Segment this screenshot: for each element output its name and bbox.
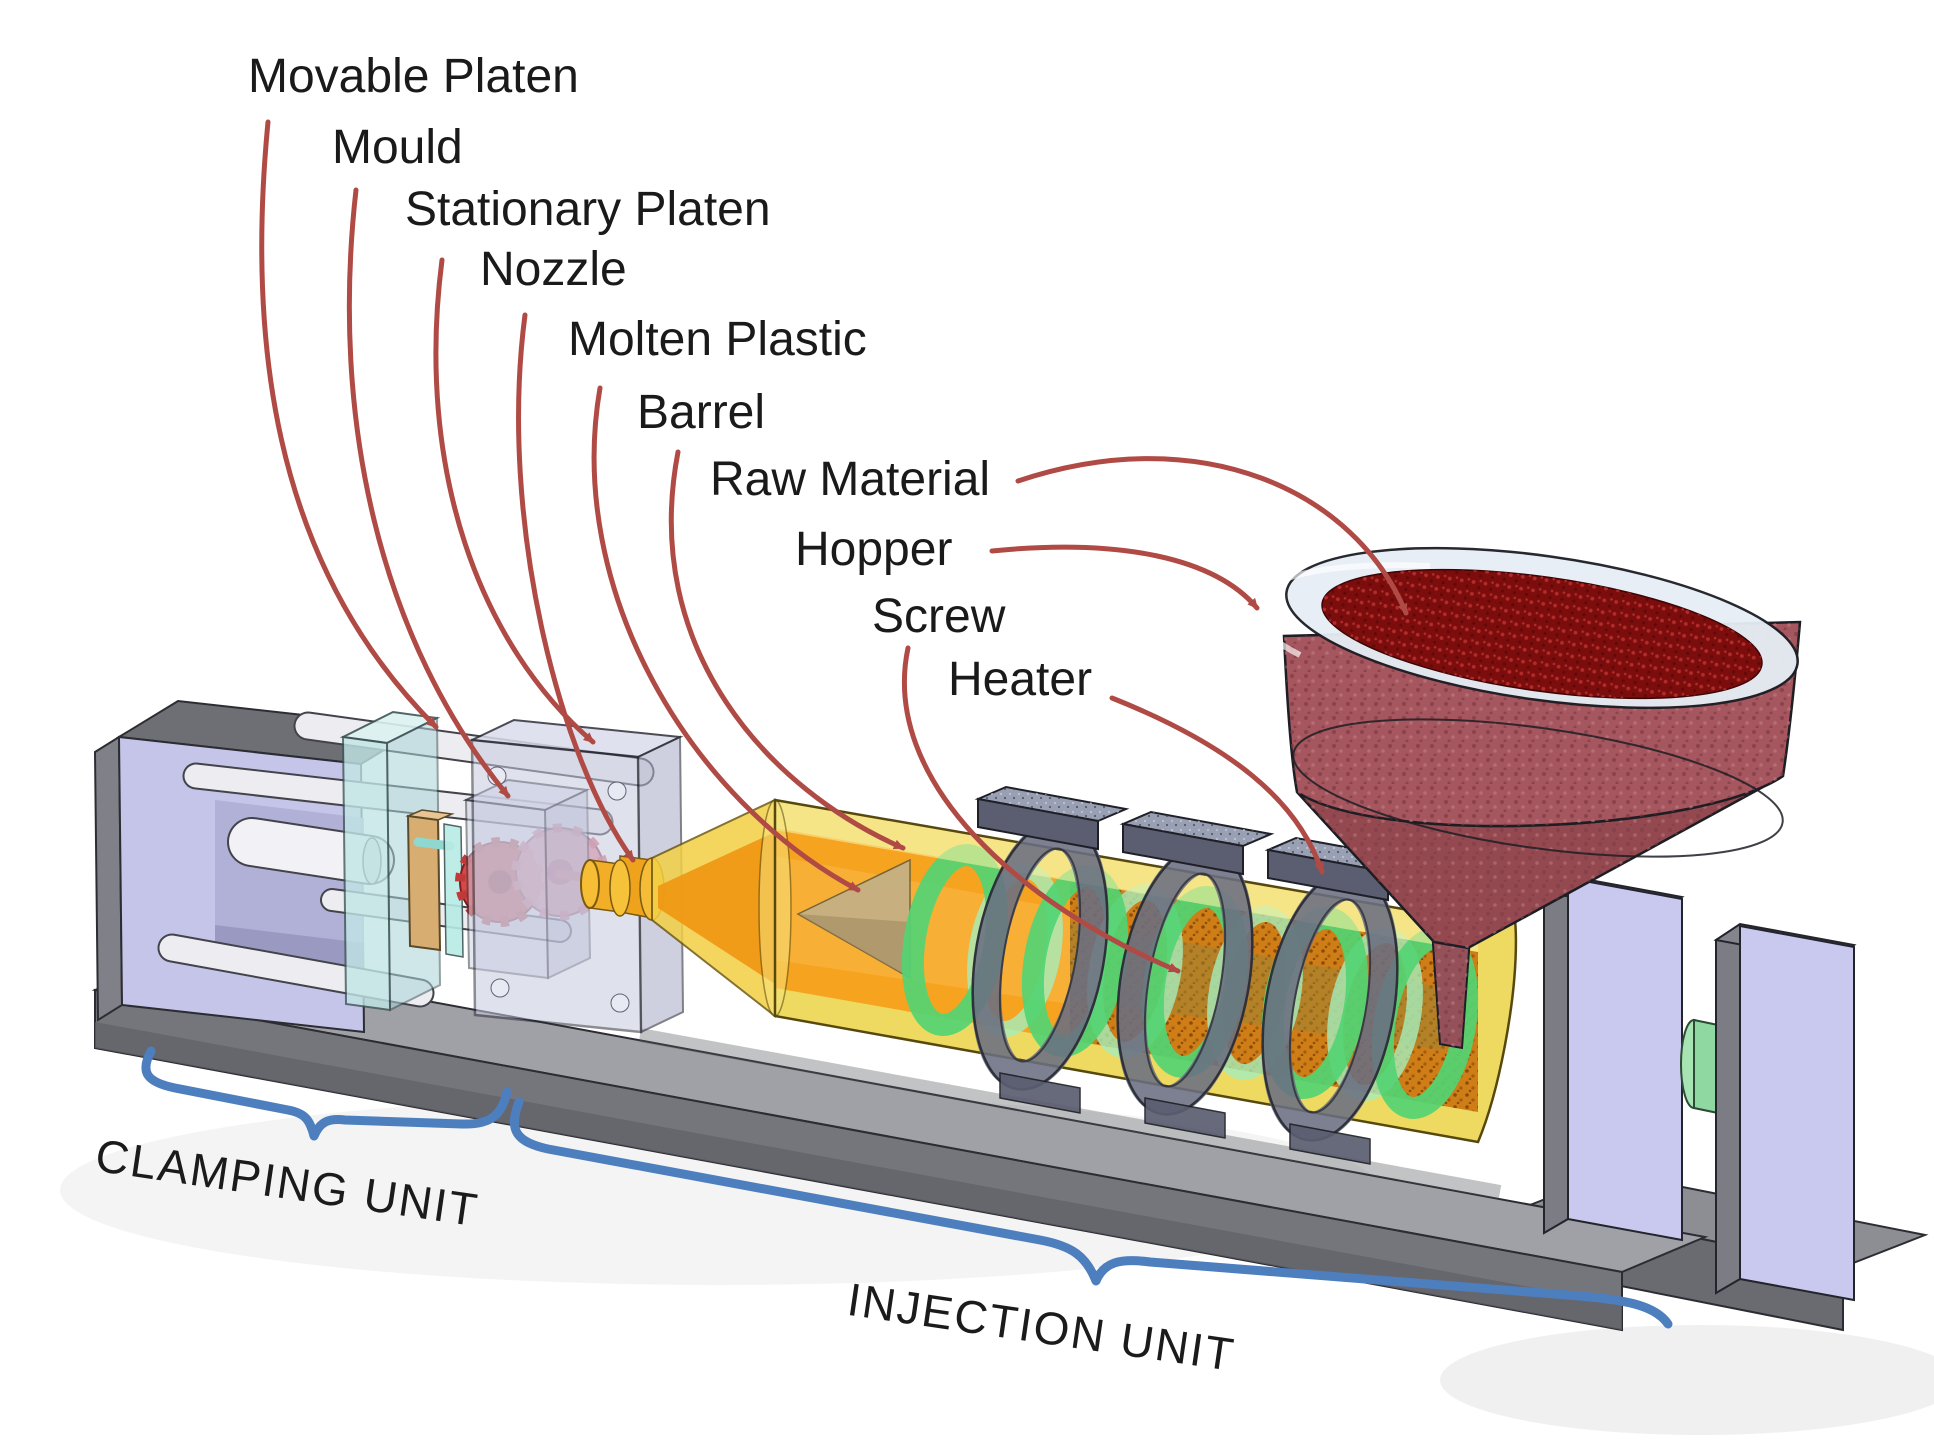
- heater-band-1: [971, 785, 1130, 1114]
- leader-arrow-raw-material: [1015, 456, 1409, 616]
- leader-arrow-mould: [346, 187, 511, 799]
- heater-band-2: [1116, 810, 1275, 1139]
- stationary-platen-part: [468, 718, 685, 1034]
- label-stationary-platen: Stationary Platen: [405, 183, 771, 236]
- leader-arrow-movable-platen: [259, 119, 439, 730]
- label-hopper: Hopper: [795, 523, 953, 576]
- label-barrel: Barrel: [637, 386, 766, 439]
- hopper-part: [1249, 546, 1802, 1050]
- leader-arrow-nozzle: [516, 312, 636, 863]
- injection-unit-brace: [510, 1097, 1673, 1329]
- machine-bed: [91, 953, 1709, 1332]
- unit-braces: [141, 1046, 1673, 1329]
- right-end-frame: [1541, 874, 1857, 1302]
- heater-bands: [971, 785, 1420, 1165]
- leader-arrow-molten-plastic: [591, 385, 861, 893]
- label-screw: Screw: [872, 590, 1006, 643]
- label-movable-platen: Movable Platen: [248, 50, 579, 103]
- clamping-unit-brace: [141, 1046, 512, 1141]
- leader-arrow-stationary-platen: [433, 257, 596, 745]
- label-heater: Heater: [948, 653, 1093, 706]
- label-raw-material: Raw Material: [710, 453, 991, 506]
- leader-arrow-screw: [901, 645, 1181, 974]
- leader-arrows: [259, 119, 1409, 974]
- label-mould: Mould: [332, 121, 463, 174]
- label-nozzle: Nozzle: [480, 243, 627, 296]
- label-molten-plastic: Molten Plastic: [568, 313, 867, 366]
- leader-arrow-heater: [1109, 695, 1325, 875]
- leader-arrow-barrel: [668, 449, 906, 851]
- leader-arrow-hopper: [989, 544, 1260, 611]
